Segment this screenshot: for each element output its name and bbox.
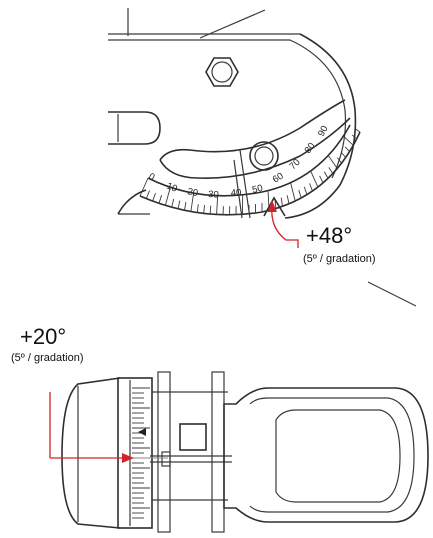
scale-tick	[343, 136, 353, 145]
scale-tick	[311, 171, 318, 187]
gradation-label-top: (5º / gradation)	[303, 253, 376, 265]
scale-tick	[291, 183, 296, 201]
scale-label-50: 50	[251, 183, 264, 196]
scale-label-30: 30	[208, 189, 219, 201]
scale-tick	[299, 190, 301, 198]
ring-scale-ticks	[132, 388, 150, 518]
ring-index-mark	[138, 428, 146, 436]
shaft-pin	[162, 452, 170, 466]
scale-tick	[287, 195, 289, 203]
center-bolt-head	[180, 424, 206, 450]
plate-inner-outline	[108, 40, 345, 178]
plate-slot	[108, 112, 160, 144]
locking-knob-inner	[255, 147, 273, 165]
rotary-handle-assembly: +20° (5º / gradation)	[11, 324, 428, 532]
scale-tick	[146, 191, 149, 199]
scale-tick	[153, 193, 156, 201]
scale-label-10: 10	[165, 181, 179, 195]
scale-tick	[197, 204, 198, 212]
reference-line	[240, 150, 250, 218]
angle-label-top: +48°	[306, 223, 352, 248]
degree-scale-ticks	[140, 129, 360, 215]
scale-tick	[184, 202, 185, 210]
scale-tick	[178, 201, 180, 209]
scale-label-70: 70	[287, 157, 302, 172]
knob-body	[62, 378, 120, 528]
handle-grip-recess	[276, 410, 400, 502]
red-arrowhead-bottom	[122, 453, 134, 463]
scale-label-60: 60	[271, 171, 286, 186]
scale-tick	[328, 155, 337, 168]
locking-knob	[250, 142, 278, 170]
base-bracket-curve	[118, 190, 146, 214]
scale-tick	[356, 129, 361, 132]
scale-tick	[172, 199, 174, 207]
separator-line	[368, 282, 416, 306]
scale-tick	[310, 183, 313, 191]
bevel-plate-assembly: 0 10 20 30 40 50 60 70 80 90 +48° (5º / …	[108, 8, 416, 306]
scale-tick	[304, 187, 307, 195]
scale-tick	[324, 172, 328, 179]
gradation-label-bottom: (5º / gradation)	[11, 352, 84, 364]
scale-tick	[210, 206, 211, 214]
scale-tick	[159, 195, 162, 203]
scale-tick	[341, 152, 345, 157]
scale-label-40: 40	[230, 187, 241, 199]
scale-tick	[345, 147, 349, 152]
scale-tick	[320, 176, 323, 183]
scale-tick	[204, 205, 205, 213]
scale-tick	[281, 198, 282, 207]
mount-plate-right	[212, 372, 224, 532]
red-indicator-line-top	[272, 206, 298, 248]
angle-label-bottom: +20°	[20, 324, 66, 349]
hex-nut-top-washer	[212, 62, 232, 82]
scale-label-20: 20	[186, 186, 199, 199]
scale-tick	[329, 167, 333, 173]
